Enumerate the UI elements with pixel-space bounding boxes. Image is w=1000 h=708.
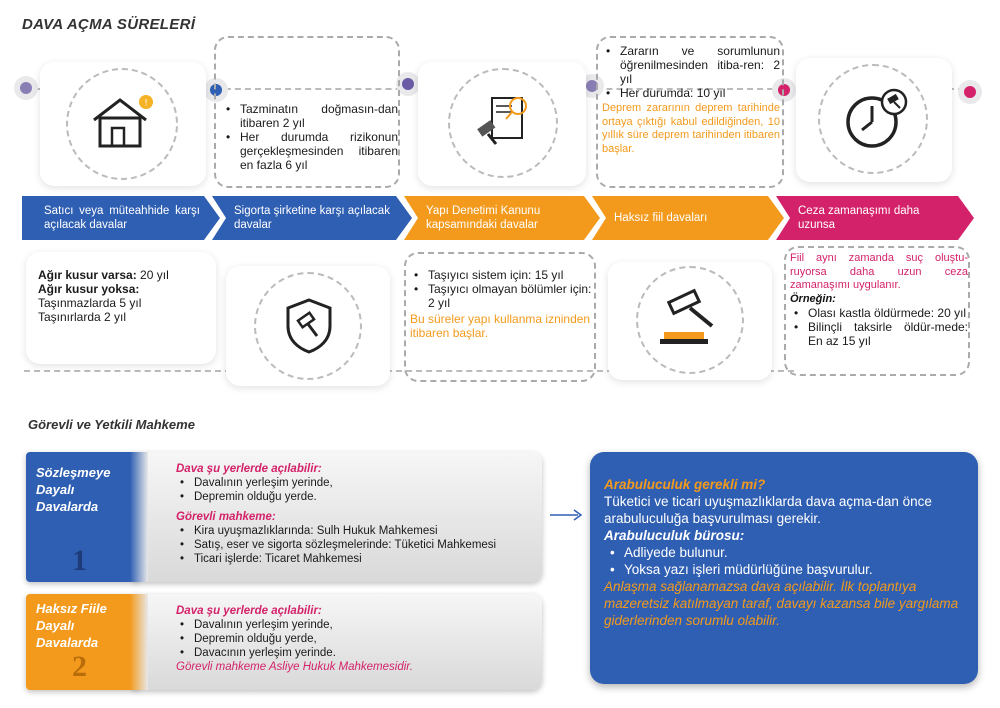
timeline-arrow-5: Ceza zamanaşımı daha uzunsa — [776, 196, 974, 240]
col4-note: Deprem zararının deprem tarihinde ortaya… — [602, 102, 780, 155]
court-section-title: Görevli ve Yetkili Mahkeme — [28, 417, 195, 432]
arrow-label-1: Satıcı veya müteahhide karşı açılacak da… — [44, 205, 200, 231]
court1-court-item: Kira uyuşmazlıklarında: Sulh Hukuk Mahke… — [176, 524, 546, 538]
mediation-text: Tüketici ve ticari uyuşmazlıklarda dava … — [604, 494, 932, 526]
col2-text-card: Tazminatın doğmasın-dan itibaren 2 yıl H… — [214, 36, 400, 188]
col4-text-card: Zararın ve sorumlunun öğrenilmesinden it… — [596, 36, 784, 188]
court2-where-item: Davacının yerleşim yerinde. — [176, 646, 536, 660]
col2-item: Her durumda rizikonun gerçekleşmesinden … — [222, 130, 398, 172]
clock-card — [796, 58, 952, 182]
inspection-gavel-icon — [477, 97, 527, 145]
arrow-right-icon — [550, 509, 583, 521]
court2-where-item: Davalının yerleşim yerinde, — [176, 618, 536, 632]
shield-card — [226, 266, 390, 386]
timeline-dot-1 — [14, 76, 38, 100]
mediation-title: Arabuluculuk gerekli mi? — [604, 477, 766, 492]
col1-bold-1: Ağır kusur varsa: — [38, 268, 137, 282]
page-title: DAVA AÇMA SÜRELERİ — [22, 16, 196, 33]
mediation-note: Anlaşma sağlanamazsa dava açılabilir. İl… — [604, 579, 959, 628]
court1-where-title: Dava şu yerlerde açılabilir: — [176, 463, 322, 475]
arrow-label-3: Yapı Denetimi Kanunu kapsamındaki davala… — [426, 205, 541, 231]
court1-court-item: Satış, eser ve sigorta sözleşmelerinde: … — [176, 538, 546, 552]
col4-item: Her durumda: 10 yıl — [602, 86, 780, 100]
court2-where-item: Depremin olduğu yerde, — [176, 632, 536, 646]
col3-text-card: Taşıyıcı sistem için: 15 yıl Taşıyıcı ol… — [404, 252, 596, 382]
timeline-dot-2 — [204, 78, 228, 102]
timeline-arrow-2: Sigorta şirketine karşı açılacak davalar — [212, 196, 412, 240]
house-icon: ! — [93, 95, 153, 148]
court2-label-tab: Haksız Fiile Dayalı Davalarda 2 — [26, 594, 138, 690]
court1-where-item: Davalının yerleşim yerinde, — [176, 476, 546, 490]
arrow-label-4: Haksız fiil davaları — [614, 212, 708, 224]
svg-text:!: ! — [144, 99, 148, 109]
mediation-office-item: Yoksa yazı işleri müdürlüğüne başvurulur… — [604, 561, 966, 578]
col5-text-card: Fiil aynı zamanda suç oluştu-ruyorsa dah… — [784, 246, 970, 376]
court1-court-title: Görevli mahkeme: — [176, 511, 276, 523]
court1-label-tab: Sözleşmeye Dayalı Davalarda 1 — [26, 452, 138, 582]
court1-content: Dava şu yerlerde açılabilir: Davalının y… — [176, 462, 546, 566]
col5-item: Olası kastla öldürmede: 20 yıl — [790, 306, 968, 320]
arrow-label-5: Ceza zamanaşımı daha uzunsa — [798, 205, 920, 231]
col5-example-label: Örneğin: — [790, 292, 836, 305]
court2-number: 2 — [72, 650, 87, 683]
clock-gavel-icon — [846, 88, 908, 148]
col3-item: Taşıyıcı olmayan bölümler için: 2 yıl — [410, 282, 592, 310]
mediation-office-item: Adliyede bulunur. — [604, 544, 966, 561]
mediation-office-title: Arabuluculuk bürosu: — [604, 528, 745, 543]
timeline-dot-6 — [958, 80, 982, 104]
court1-where-item: Depremin olduğu yerde. — [176, 490, 546, 504]
gavel-card — [608, 262, 772, 380]
col3-note: Bu süreler yapı kullanma izninden itibar… — [410, 312, 591, 340]
court2-label: Haksız Fiile Dayalı Davalarda — [36, 601, 107, 650]
court2-court-note: Görevli mahkeme Asliye Hukuk Mahkemesidi… — [176, 661, 413, 673]
col1-text-card: Ağır kusur varsa: 20 yıl Ağır kusur yoks… — [26, 252, 216, 364]
timeline-arrow-1: Satıcı veya müteahhide karşı açılacak da… — [22, 196, 220, 240]
gavel-icon — [660, 288, 714, 344]
col5-item: Bilinçli taksirle öldür-mede: En az 15 y… — [790, 320, 968, 348]
col3-item: Taşıyıcı sistem için: 15 yıl — [410, 268, 592, 282]
mediation-box: Arabuluculuk gerekli mi? Tüketici ve tic… — [590, 452, 978, 684]
court1-court-item: Ticari işlerde: Ticaret Mahkemesi — [176, 552, 546, 566]
court1-label: Sözleşmeye Dayalı Davalarda — [36, 465, 111, 514]
house-card: ! — [40, 62, 206, 186]
timeline-arrow-4: Haksız fiil davaları — [592, 196, 784, 240]
col1-text-4: Taşınırlarda 2 yıl — [38, 310, 127, 324]
inspection-card — [418, 62, 586, 186]
timeline-dot-3 — [396, 72, 420, 96]
court1-number: 1 — [72, 544, 87, 577]
court2-content: Dava şu yerlerde açılabilir: Davalının y… — [176, 604, 536, 674]
col1-text-3: Taşınmazlarda 5 yıl — [38, 296, 142, 310]
arrow-label-2: Sigorta şirketine karşı açılacak davalar — [234, 205, 390, 231]
col4-item: Zararın ve sorumlunun öğrenilmesinden it… — [602, 44, 780, 86]
timeline-arrow-3: Yapı Denetimi Kanunu kapsamındaki davala… — [404, 196, 600, 240]
shield-gavel-icon — [286, 298, 332, 354]
col2-item: Tazminatın doğmasın-dan itibaren 2 yıl — [222, 102, 398, 130]
col1-text-1: 20 yıl — [136, 268, 169, 282]
court2-where-title: Dava şu yerlerde açılabilir: — [176, 605, 322, 617]
col1-bold-2: Ağır kusur yoksa: — [38, 282, 140, 296]
col5-note: Fiil aynı zamanda suç oluştu-ruyorsa dah… — [790, 252, 968, 291]
